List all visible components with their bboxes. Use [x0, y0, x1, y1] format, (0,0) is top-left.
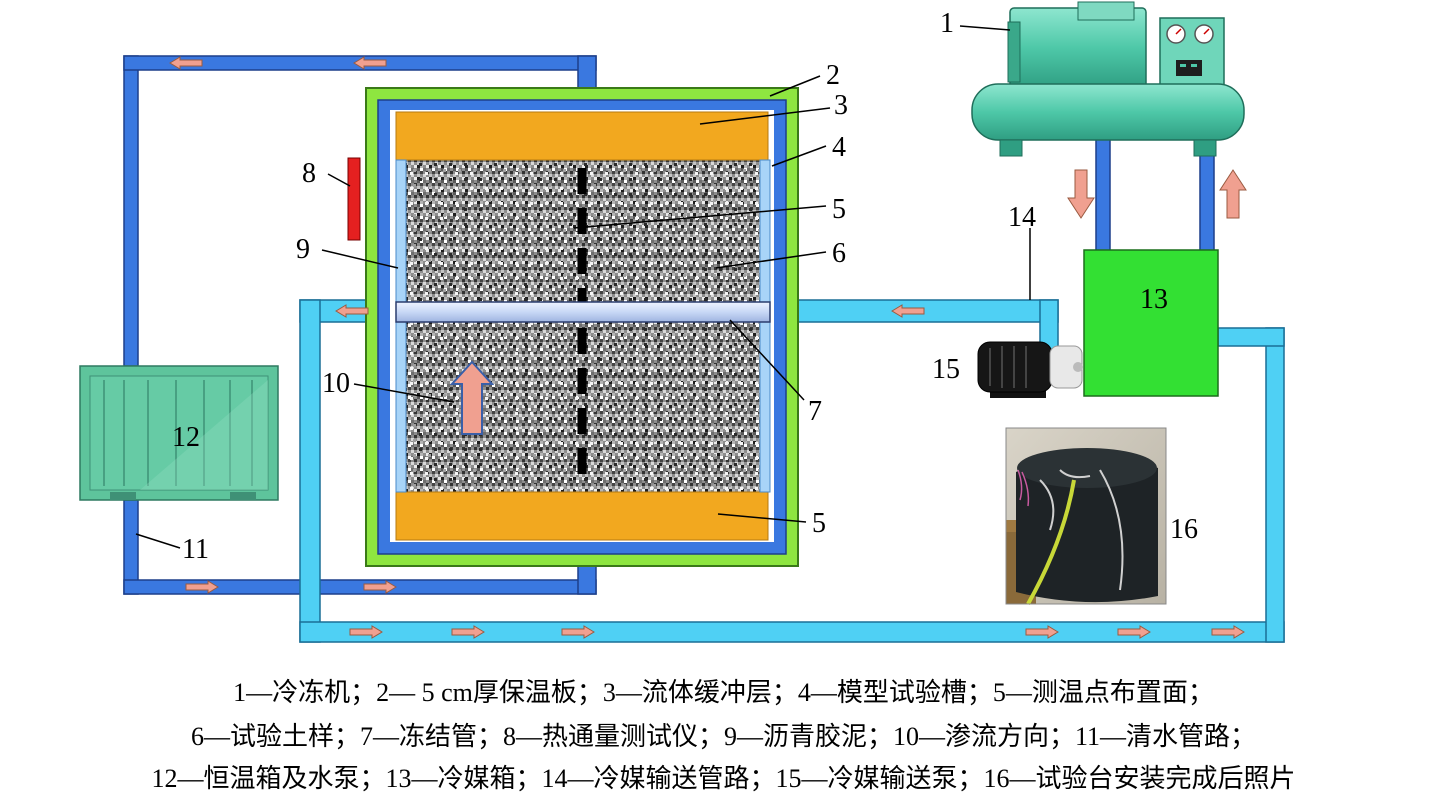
label-1: 1: [940, 8, 954, 39]
coolant-pipe: [299, 299, 1285, 643]
label-4: 4: [832, 132, 846, 163]
freezing-tube: [395, 301, 771, 323]
heat-flux-meter: [347, 157, 361, 241]
label-15: 15: [932, 354, 960, 385]
buffer-layer-bottom: [395, 491, 769, 541]
chiller: [971, 1, 1245, 253]
label-5-lower: 5: [812, 508, 826, 539]
label-14: 14: [1008, 202, 1036, 233]
label-6: 6: [832, 238, 846, 269]
coolant-box: [1083, 249, 1219, 397]
caption-line-1: 1—冷冻机；2— 5 cm厚保温板；3—流体缓冲层；4—模型试验槽；5—测温点布…: [233, 678, 1214, 707]
test-rig-diagram: 1 2 3 4 5 6 8 9 10 7 5 11 12 13 14 15 16: [79, 1, 1285, 643]
label-11: 11: [182, 534, 209, 565]
buffer-layer-top: [395, 111, 769, 161]
caption-line-3: 12—恒温箱及水泵；13—冷媒箱；14—冷媒输送管路；15—冷媒输送泵；16—试…: [151, 764, 1296, 793]
label-7: 7: [808, 396, 822, 427]
label-5-upper: 5: [832, 194, 846, 225]
coolant-pump: [977, 341, 1083, 398]
label-10: 10: [322, 368, 350, 399]
label-16: 16: [1170, 514, 1198, 545]
label-2: 2: [826, 60, 840, 91]
leader-lines: [135, 25, 1031, 549]
label-12: 12: [172, 422, 200, 453]
thermostat-tank: [79, 365, 279, 501]
flow-arrows: [169, 56, 1247, 639]
seepage-direction-arrow: [449, 360, 495, 435]
asphalt-mastic-right: [759, 159, 771, 493]
label-9: 9: [296, 234, 310, 265]
model-test-tank: [365, 87, 799, 567]
test-rig-photo: [1005, 427, 1167, 605]
asphalt-mastic-left: [395, 159, 407, 493]
caption-line-2: 6—试验土样；7—冻结管；8—热通量测试仪；9—沥青胶泥；10—渗流方向；11—…: [190, 722, 1257, 751]
label-3: 3: [834, 90, 848, 121]
label-8: 8: [302, 158, 316, 189]
label-13: 13: [1140, 284, 1168, 315]
